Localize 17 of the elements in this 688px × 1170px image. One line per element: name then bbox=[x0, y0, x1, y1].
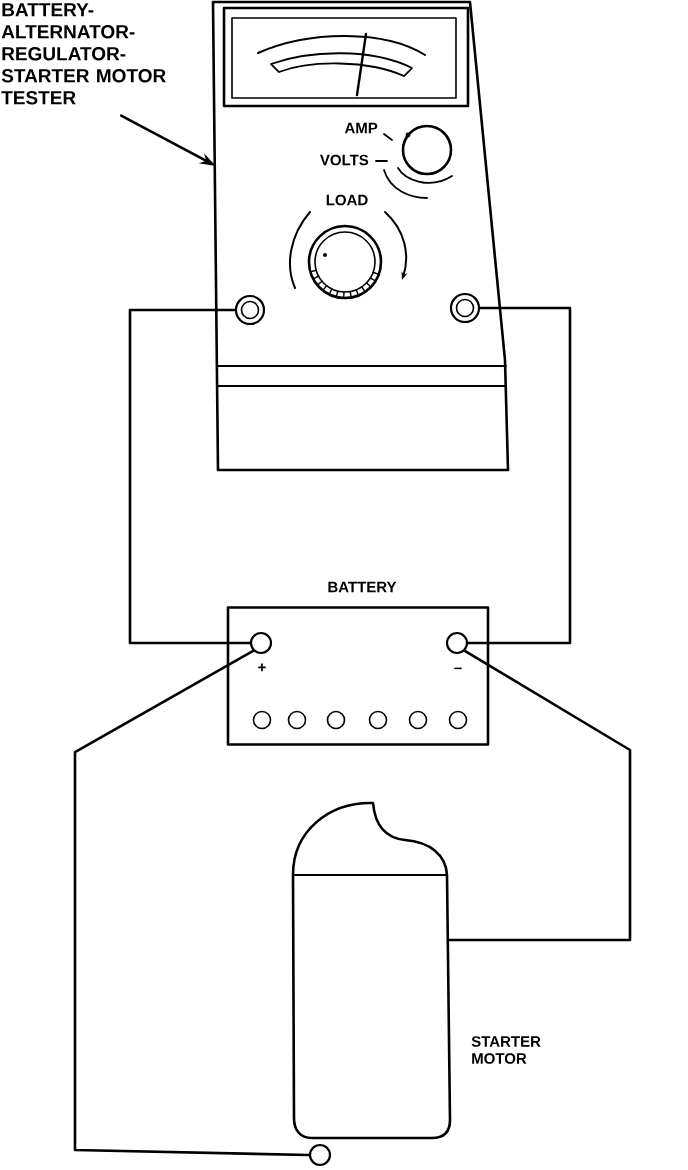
terminal bbox=[234, 294, 266, 326]
callout-text: BATTERY- ALTERNATOR- REGULATOR- STARTER MOTOR TESTER bbox=[1, 3, 166, 105]
wire bbox=[466, 306, 572, 645]
terminal-sign: – bbox=[454, 667, 462, 670]
control-label: VOLTS bbox=[320, 154, 369, 166]
battery-heading: BATTERY bbox=[328, 581, 397, 593]
control-label: LOAD bbox=[326, 194, 368, 206]
terminal bbox=[445, 631, 469, 655]
wire bbox=[128, 308, 252, 645]
terminal bbox=[308, 1143, 332, 1167]
wire bbox=[73, 649, 311, 1157]
terminal-sign: + bbox=[258, 663, 266, 672]
wire bbox=[447, 649, 632, 942]
control-label: AMP bbox=[344, 122, 378, 134]
terminal bbox=[449, 292, 481, 324]
terminal bbox=[249, 631, 273, 655]
part-label: STARTER MOTOR bbox=[471, 1036, 541, 1064]
